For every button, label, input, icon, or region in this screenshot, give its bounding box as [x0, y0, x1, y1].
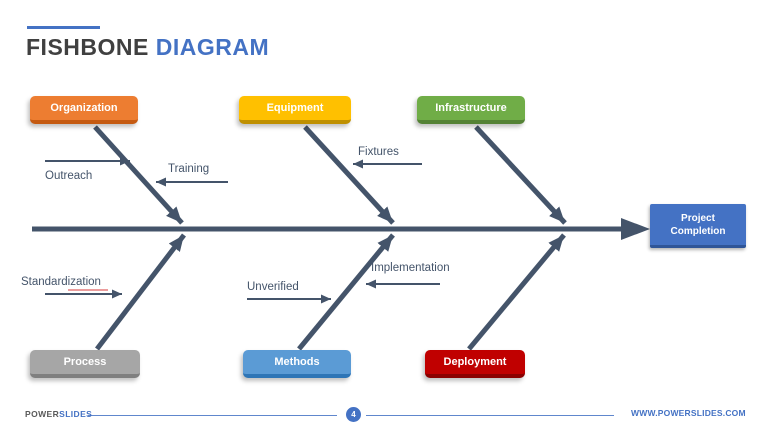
effect-label: Project Completion	[670, 212, 726, 237]
category-box-organization: Organization	[30, 96, 138, 124]
branch-infrastructure	[474, 125, 567, 225]
branch-methods	[297, 233, 395, 351]
branch-deployment	[467, 233, 566, 351]
category-box-process: Process	[30, 350, 140, 378]
category-label: Methods	[274, 356, 320, 368]
branch-process	[95, 233, 186, 351]
website-link: WWW.POWERSLIDES.COM	[631, 408, 746, 418]
cause-label-training: Training	[168, 163, 210, 175]
title-part-primary: FISHBONE	[26, 34, 149, 60]
category-label: Process	[63, 356, 107, 368]
category-box-infrastructure: Infrastructure	[417, 96, 525, 124]
branch-equipment	[303, 125, 395, 225]
spine-arrowhead	[621, 218, 650, 240]
cause-label-standardization: Standardization	[21, 276, 101, 288]
cause-label-implementation: Implementation	[371, 262, 450, 274]
category-label: Infrastructure	[435, 102, 507, 114]
title-accent-bar	[27, 26, 100, 29]
brand-part-power: POWER	[25, 409, 60, 419]
cause-label-unverified: Unverified	[247, 281, 299, 293]
category-box-methods: Methods	[243, 350, 351, 378]
spellcheck-underline	[68, 289, 108, 291]
title-part-accent: DIAGRAM	[155, 34, 270, 60]
branch-organization	[93, 125, 184, 225]
brand-logo: POWERSLIDES	[25, 409, 92, 419]
cause-label-fixtures: Fixtures	[358, 146, 399, 158]
footer-divider-right	[366, 415, 614, 416]
page-title: FISHBONE DIAGRAM	[26, 34, 269, 61]
cause-label-outreach: Outreach	[45, 170, 93, 182]
category-box-deployment: Deployment	[425, 350, 525, 378]
brand-part-slides: SLIDES	[59, 409, 93, 419]
category-box-equipment: Equipment	[239, 96, 351, 124]
effect-box: Project Completion	[650, 204, 746, 248]
category-label: Organization	[50, 102, 118, 114]
footer-divider-left	[88, 415, 337, 416]
category-label: Deployment	[443, 356, 507, 368]
category-label: Equipment	[266, 102, 324, 114]
page-number: 4	[351, 410, 356, 419]
page-number-badge: 4	[346, 407, 361, 422]
